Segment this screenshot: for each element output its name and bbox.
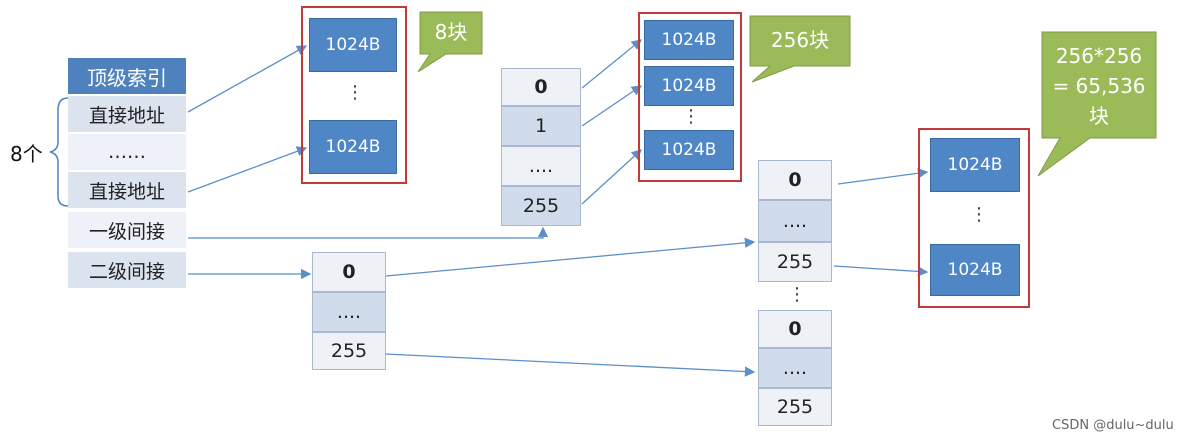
data-block-double-first: 1024B (930, 138, 1020, 192)
index-row-direct-first: 直接地址 (68, 96, 186, 132)
index-row-double-indirect: 二级间接 (68, 252, 186, 288)
callout-single-text: 256块 (770, 28, 830, 52)
callout-double-line3: 块 (1089, 104, 1109, 128)
top-block-entry-255: 255 (312, 332, 386, 370)
highlight-direct (301, 6, 407, 184)
arrow-single-255 (581, 149, 642, 205)
callout-double-line1: 256*256 (1055, 44, 1143, 68)
second-block-a-entry-ellipsis: .... (758, 200, 832, 242)
watermark: CSDN @dulu~dulu (1052, 418, 1174, 433)
single-block-entry-ellipsis: .... (501, 146, 581, 186)
index-row-single-indirect: 一级间接 (68, 212, 186, 248)
arrow-single-0 (581, 39, 643, 89)
vdots-direct: ⋮ (346, 82, 364, 103)
second-block-a-entry-255: 255 (758, 242, 832, 282)
data-block-single-0: 1024B (644, 20, 734, 60)
data-block-single-1: 1024B (644, 66, 734, 106)
arrow-top-255 (385, 353, 756, 377)
single-block-entry-1: 1 (501, 106, 581, 146)
callout-direct-shape (417, 11, 483, 73)
data-block-direct-first: 1024B (309, 18, 397, 72)
arrow-single-indirect (188, 226, 549, 239)
callout-direct-text: 8块 (434, 20, 468, 44)
index-header: 顶级索引 (68, 58, 186, 94)
data-block-double-last: 1024B (930, 244, 1020, 296)
single-block-entry-255: 255 (501, 186, 581, 226)
index-row-ellipsis: …… (68, 134, 186, 170)
single-block-entry-0: 0 (501, 68, 581, 106)
arrow-top-0 (385, 237, 756, 277)
vdots-second: ⋮ (788, 284, 806, 305)
data-block-direct-last: 1024B (309, 120, 397, 174)
direct-count-label: 8个 (10, 142, 43, 166)
vdots-double: ⋮ (970, 204, 988, 225)
arrow-second-0 (837, 168, 929, 185)
callout-double-shape (1037, 31, 1157, 177)
callout-double-line2: = 65,536 (1052, 74, 1146, 98)
arrow-direct-2 (187, 146, 308, 193)
arrow-single-1 (581, 85, 643, 127)
vdots-single: ⋮ (682, 106, 700, 127)
second-block-a-entry-0: 0 (758, 160, 832, 200)
arrow-direct-1 (187, 45, 308, 113)
second-block-b-entry-255: 255 (758, 388, 832, 426)
top-block-entry-0: 0 (312, 252, 386, 292)
data-block-single-255: 1024B (644, 130, 734, 170)
index-row-direct-last: 直接地址 (68, 172, 186, 208)
arrow-second-255 (833, 265, 929, 277)
second-block-b-entry-ellipsis: .... (758, 348, 832, 388)
highlight-double (918, 128, 1030, 308)
second-block-b-entry-0: 0 (758, 310, 832, 348)
highlight-single (638, 12, 742, 182)
brace (49, 97, 69, 207)
callout-single-shape (749, 15, 851, 83)
top-block-entry-ellipsis: .... (312, 292, 386, 332)
